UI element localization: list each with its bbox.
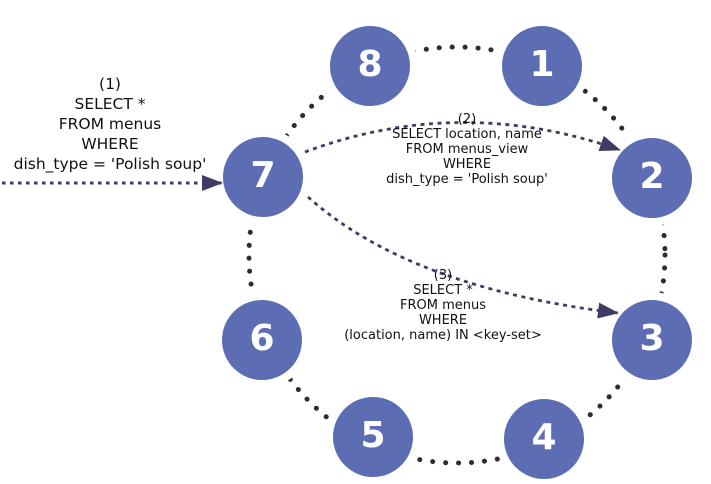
- node-4-label: 4: [531, 417, 557, 458]
- query-1-label: (1) SELECT * FROM menus WHERE dish_type …: [4, 74, 216, 174]
- query-1-line: SELECT *: [74, 95, 146, 113]
- query-1-line: FROM menus: [58, 115, 162, 133]
- ring-node-7: 7: [215, 129, 311, 225]
- query-1-line: dish_type = 'Polish soup': [13, 155, 207, 173]
- query-2-line: dish_type = 'Polish soup': [386, 172, 548, 187]
- query-3-line: SELECT *: [413, 283, 473, 298]
- query-3-label: (3) SELECT * FROM menus WHERE (location,…: [311, 268, 575, 343]
- query-1-step: (1): [99, 75, 121, 93]
- node-5-label: 5: [360, 415, 386, 456]
- node-3-label: 3: [639, 318, 665, 359]
- node-6-label: 6: [249, 318, 275, 359]
- ring-node-3: 3: [604, 292, 700, 388]
- query-3-step: (3): [433, 268, 453, 283]
- query-2-line: SELECT location, name: [392, 127, 542, 142]
- query-3-line: (location, name) IN <key-set>: [344, 328, 542, 343]
- query-2-label: (2) SELECT location, name FROM menus_vie…: [347, 112, 587, 187]
- dotted-ring: [246, 44, 668, 466]
- query-2-step: (2): [457, 112, 477, 127]
- ring-node-8: 8: [322, 18, 418, 114]
- ring-node-1: 1: [494, 18, 590, 114]
- ring-node-4: 4: [496, 391, 592, 484]
- node-7-label: 7: [250, 155, 276, 196]
- node-1-label: 1: [529, 44, 555, 85]
- query-2-line: FROM menus_view: [405, 142, 529, 157]
- query-3-line: FROM menus: [399, 298, 486, 313]
- node-2-label: 2: [639, 156, 665, 197]
- node-8-label: 8: [357, 44, 383, 85]
- ring-node-5: 5: [325, 389, 421, 484]
- ring-node-2: 2: [604, 130, 700, 226]
- query-1-line: WHERE: [81, 135, 139, 153]
- query-2-line: WHERE: [442, 157, 492, 172]
- ring-node-6: 6: [214, 292, 310, 388]
- query-3-line: WHERE: [418, 313, 468, 328]
